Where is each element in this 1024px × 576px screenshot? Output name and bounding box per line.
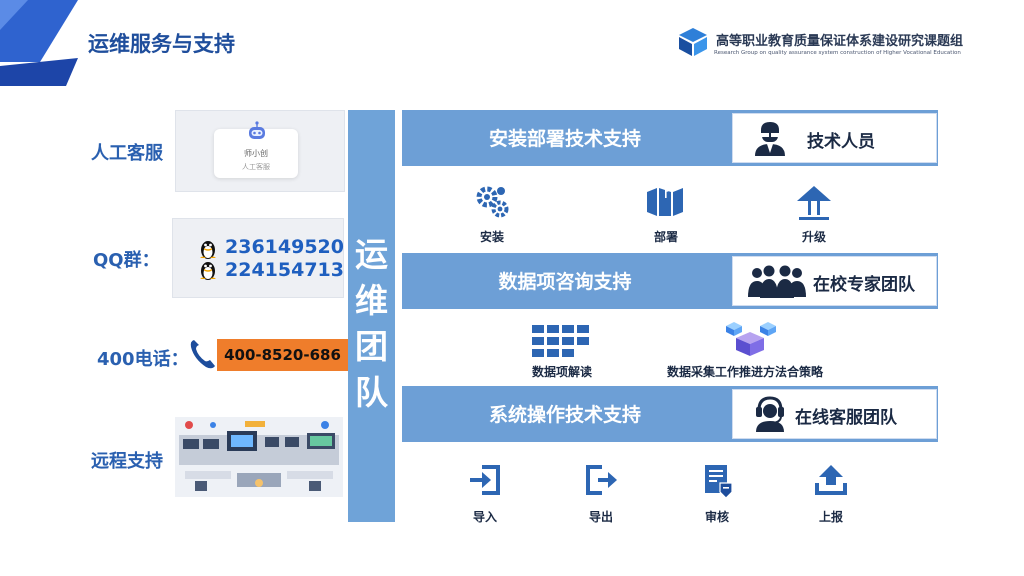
qq-penguin-icon xyxy=(200,241,216,259)
qq-number[interactable]: 224154713 xyxy=(225,259,344,281)
icon-label: 升级 xyxy=(801,230,826,244)
icon-label: 上报 xyxy=(818,510,843,524)
section-title: 安装部署技术支持 xyxy=(488,128,641,150)
phone-number-box[interactable]: 400-8520-686 xyxy=(217,339,348,371)
bot-subtitle: 人工客服 xyxy=(242,163,270,171)
phone-icon xyxy=(190,340,215,369)
role-box: 在线客服团队 xyxy=(732,389,937,439)
icon-label: 导入 xyxy=(472,510,497,524)
org-subtitle: Research Group on quality assurance syst… xyxy=(714,50,961,56)
phone-label: 400电话： xyxy=(97,349,189,370)
expert-team-icon xyxy=(748,265,806,298)
team-char: 团 xyxy=(355,327,388,366)
icon-label: 数据采集工作推进方法合策略 xyxy=(666,365,823,379)
ops-team-bar: 运 维 团 队 xyxy=(348,110,395,522)
team-char: 队 xyxy=(355,373,388,412)
remote-support-illustration xyxy=(175,417,343,497)
chat-bot-card[interactable]: 师小创 人工客服 xyxy=(214,121,298,178)
role-text: 技术人员 xyxy=(807,132,875,152)
qq-penguin-icon xyxy=(200,262,216,280)
data-grid-icon xyxy=(532,325,589,357)
role-text: 在线客服团队 xyxy=(795,408,897,428)
upgrade-arrow-icon xyxy=(797,186,831,220)
header-decoration xyxy=(0,0,78,86)
upload-icon xyxy=(815,465,847,495)
icon-label: 导出 xyxy=(588,510,613,524)
export-icon xyxy=(586,465,617,495)
phone-number: 400-8520-686 xyxy=(224,346,341,364)
service-label: 人工客服 xyxy=(91,143,163,164)
team-char: 运 xyxy=(355,235,388,274)
icon-label: 审核 xyxy=(704,510,729,524)
org-name: 高等职业教育质量保证体系建设研究课题组 xyxy=(716,34,964,49)
robot-icon xyxy=(249,121,265,139)
data-cubes-icon xyxy=(726,322,776,356)
section-title: 系统操作技术支持 xyxy=(488,404,641,426)
technician-icon xyxy=(755,122,785,156)
icon-label: 数据项解读 xyxy=(531,365,592,379)
qq-number[interactable]: 236149520 xyxy=(225,236,344,258)
icon-label: 安装 xyxy=(479,230,504,244)
role-text: 在校专家团队 xyxy=(813,275,915,295)
qq-label: QQ群： xyxy=(93,250,160,271)
role-box: 在校专家团队 xyxy=(732,256,937,306)
section-system-ops: 系统操作技术支持 在线客服团队 xyxy=(402,386,938,442)
team-char: 维 xyxy=(355,281,388,320)
org-logo-icon xyxy=(679,28,707,56)
section-title: 数据项咨询支持 xyxy=(498,271,632,293)
import-icon xyxy=(470,465,500,495)
section-data-consult: 数据项咨询支持 在校专家团队 xyxy=(402,253,938,309)
section-install: 安装部署技术支持 技术人员 xyxy=(402,110,938,166)
remote-label: 远程支持 xyxy=(91,451,163,472)
gear-icon xyxy=(476,186,509,218)
bot-name: 师小创 xyxy=(244,149,268,158)
deploy-map-icon xyxy=(647,186,683,216)
review-document-icon xyxy=(705,465,733,499)
page-title: 运维服务与支持 xyxy=(88,32,235,56)
headset-agent-icon xyxy=(756,396,784,432)
role-box: 技术人员 xyxy=(732,113,937,163)
icon-label: 部署 xyxy=(653,230,678,244)
